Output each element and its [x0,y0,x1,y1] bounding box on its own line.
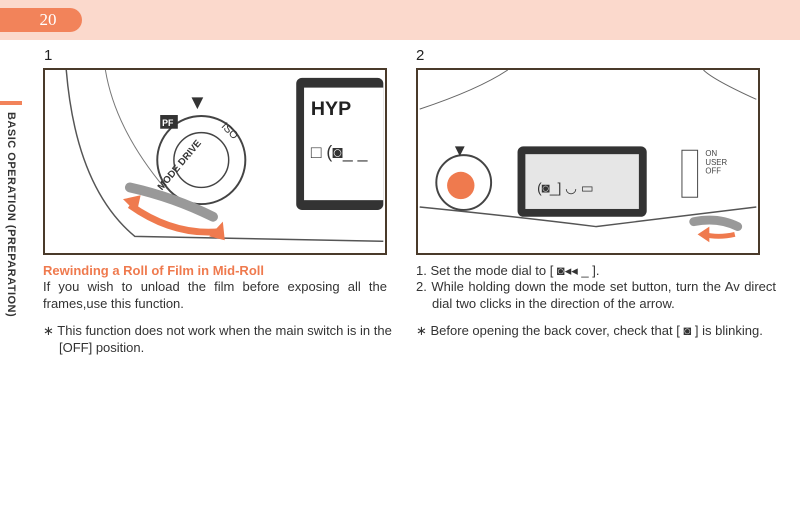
arrow-indicator-icon [191,97,204,110]
camera-top-illustration: PF ISO MODE DRIVE HYP □ (◙_ _ [65,70,384,242]
main-switch [681,149,699,198]
page-number: 20 [0,8,82,32]
rotation-arrow [127,202,222,236]
switch-label-off: OFF [705,167,721,176]
instruction-step-2: 2. While holding down the mode set butto… [416,279,776,311]
svg-text:(◙_] ◡ ▭: (◙_] ◡ ▭ [537,180,594,195]
note-text: ∗ Before opening the back cover, check t… [416,323,763,338]
camera-back-illustration: (◙_] ◡ ▭ ON USER OFF [419,70,757,243]
note-text: ∗ This function does not work when the m… [43,323,392,355]
section-title: BASIC OPERATION (PREPARATION) [5,112,17,318]
instruction-step-1: 1. Set the mode dial to [ ◙◂◂ _ ]. [416,263,600,278]
switch-label-user: USER [705,158,727,167]
step-number-1: 1 [44,47,53,64]
illustration-mode-set: (◙_] ◡ ▭ ON USER OFF [416,68,760,255]
illustration-rewind-dial: PF ISO MODE DRIVE HYP □ (◙_ _ [43,68,387,255]
step-number-2: 2 [416,47,425,64]
switch-label-on: ON [705,149,717,158]
section-marker [0,101,22,105]
header-band [0,0,800,40]
svg-text:□ (◙_ _: □ (◙_ _ [311,142,368,163]
section-heading: Rewinding a Roll of Film in Mid-Roll [43,263,264,278]
body-text: If you wish to unload the film before ex… [43,279,387,311]
dial-label-pf: PF [162,118,174,128]
lcd-text: HYP [311,98,351,120]
